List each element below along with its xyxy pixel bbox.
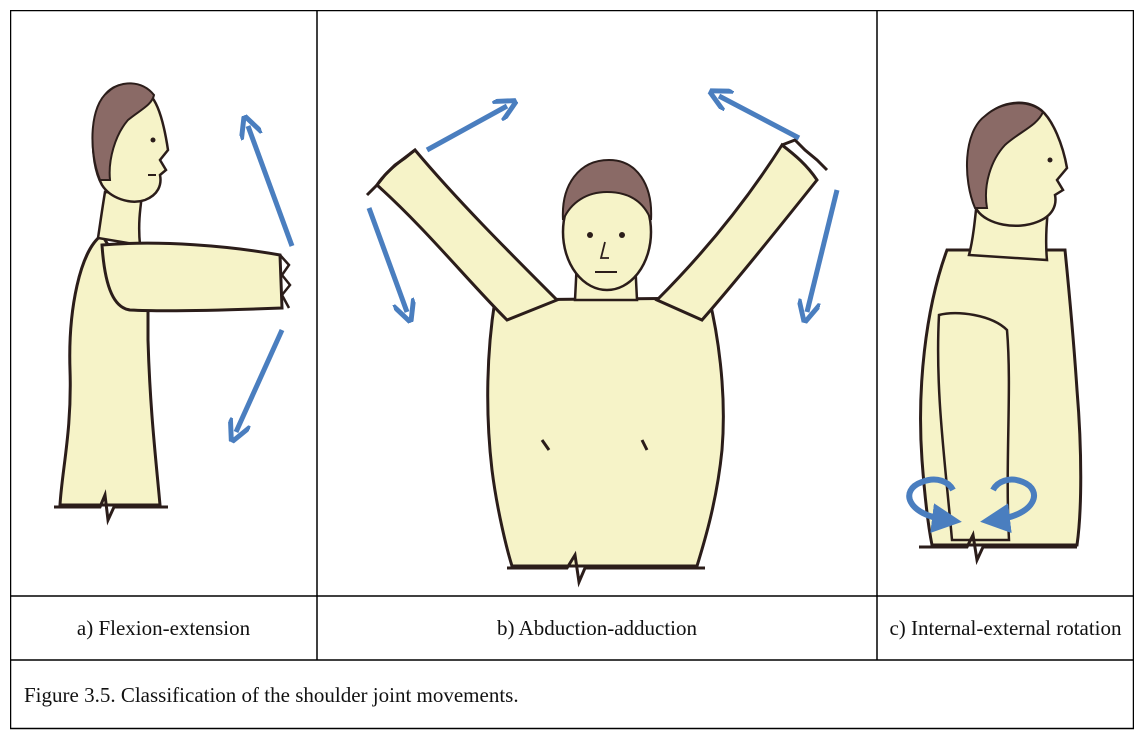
rotation-drawing — [877, 10, 1134, 596]
flexion-extension-drawing — [10, 10, 317, 596]
arm — [102, 243, 282, 311]
flexion-arrow — [248, 126, 292, 246]
left-abduction-arrow — [427, 106, 507, 150]
right-adduction-arrow — [807, 190, 837, 312]
right-arm — [657, 145, 817, 320]
right-abduction-arrow — [719, 96, 799, 138]
torso — [488, 298, 724, 566]
arm — [938, 313, 1009, 540]
caption-abduction-adduction: b) Abduction-adduction — [317, 596, 877, 660]
left-arm — [377, 150, 557, 320]
caption-flexion-extension: a) Flexion-extension — [10, 596, 317, 660]
figure-table: a) Flexion-extension b) Abduction-adduct… — [10, 10, 1134, 730]
extension-arrow — [236, 330, 282, 432]
figure-caption: Figure 3.5. Classification of the should… — [24, 680, 519, 710]
left-adduction-arrow — [369, 208, 407, 312]
abduction-adduction-drawing — [317, 10, 877, 596]
caption-internal-external-rotation: c) Internal-external rotation — [877, 596, 1134, 660]
